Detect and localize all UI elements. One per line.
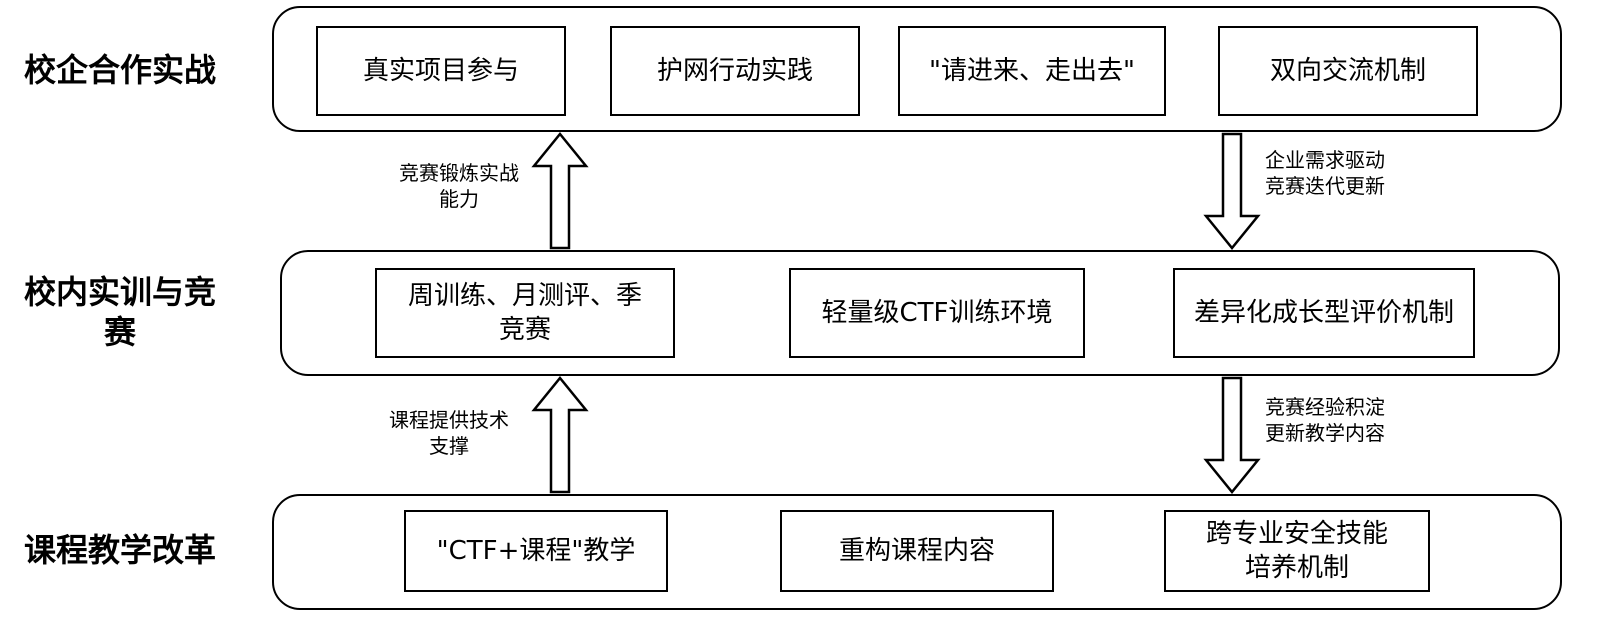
top-item-2: 护网行动实践 — [610, 26, 860, 116]
arrow-down-top-to-mid — [1203, 132, 1261, 250]
top-item-1: 真实项目参与 — [316, 26, 566, 116]
bottom-item-2: 重构课程内容 — [780, 510, 1054, 592]
layer-label-bottom: 课程教学改革 — [23, 531, 216, 569]
arrow-note-mid-to-bottom: 竞赛经验积淀更新教学内容 — [1265, 395, 1385, 445]
arrow-up-bottom-to-mid — [531, 376, 589, 494]
middle-item-2: 轻量级CTF训练环境 — [789, 268, 1085, 358]
arrow-note-bottom-to-mid: 课程提供技术支撑 — [389, 408, 509, 458]
bottom-item-3: 跨专业安全技能培养机制 — [1164, 510, 1430, 592]
arrow-up-mid-to-top — [531, 132, 589, 250]
top-item-4: 双向交流机制 — [1218, 26, 1478, 116]
middle-item-1: 周训练、月测评、季竞赛 — [375, 268, 675, 358]
arrow-down-mid-to-bottom — [1203, 376, 1261, 494]
arrow-note-top-to-mid: 企业需求驱动竞赛迭代更新 — [1265, 148, 1385, 198]
bottom-item-1: "CTF+课程"教学 — [404, 510, 668, 592]
layer-label-middle: 校内实训与竞赛 — [23, 273, 216, 351]
top-item-3: "请进来、走出去" — [898, 26, 1166, 116]
arrow-note-mid-to-top: 竞赛锻炼实战能力 — [399, 161, 519, 211]
middle-item-3: 差异化成长型评价机制 — [1173, 268, 1475, 358]
layer-label-top: 校企合作实战 — [23, 51, 216, 89]
